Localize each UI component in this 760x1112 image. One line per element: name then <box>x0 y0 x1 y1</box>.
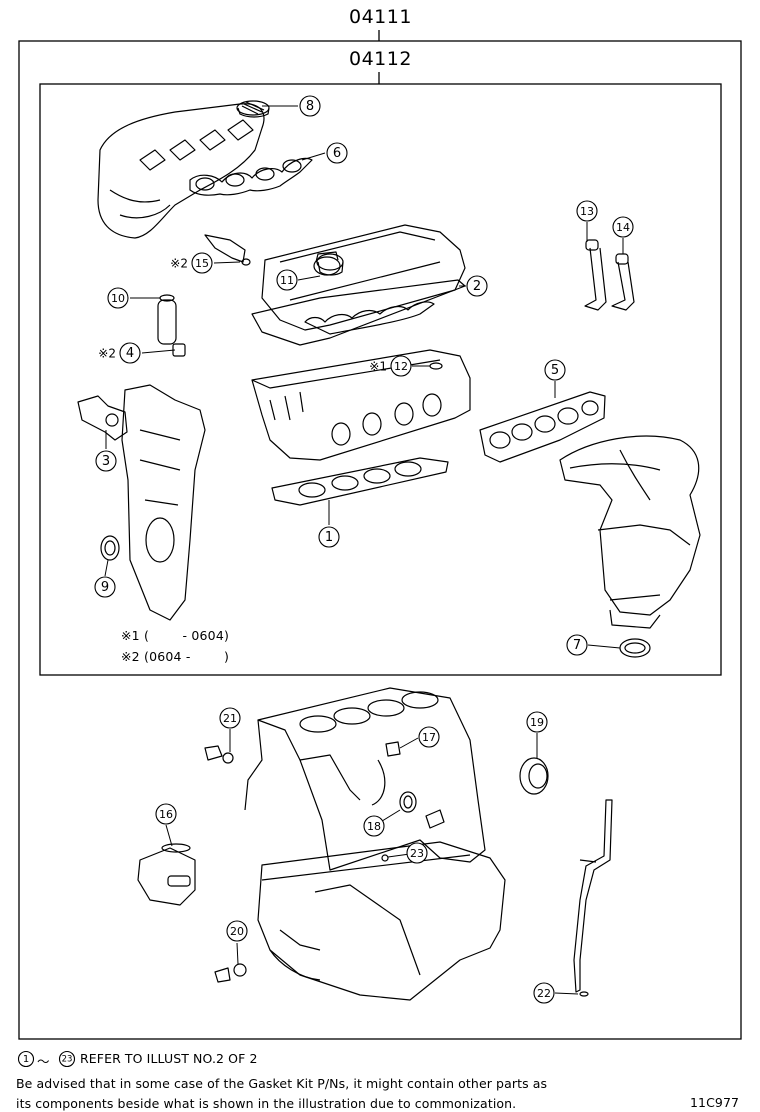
callout-marker-12: ※1 <box>369 360 387 374</box>
footer-ref-to-circle <box>58 1050 76 1068</box>
callout-circle-11 <box>276 269 298 291</box>
plug-gasket-drawing <box>429 362 443 370</box>
note-2-mark: ※2 <box>121 649 140 664</box>
callout-label-5: 5 <box>551 363 559 378</box>
footer-ref-text: REFER TO ILLUST NO.2 OF 2 <box>80 1051 258 1066</box>
exhaust-gasket-drawing <box>479 391 606 463</box>
callout-circle-1 <box>318 526 340 548</box>
intake-gasket-drawing <box>189 157 313 196</box>
callout-circle-18 <box>363 815 385 837</box>
callout-circle-6 <box>326 142 348 164</box>
callout-circle-2 <box>466 275 488 297</box>
intake-manifold-drawing <box>97 103 265 239</box>
callout-label-11: 11 <box>280 274 294 287</box>
callout-label-6: 6 <box>333 146 341 161</box>
note-1: ※1 ( - 0604) <box>121 628 229 643</box>
footer-advisory-line-1: Be advised that in some case of the Gask… <box>16 1076 548 1091</box>
callout-circle-21 <box>219 707 241 729</box>
callout-circle-8 <box>299 95 321 117</box>
callout-circle-13 <box>576 200 598 222</box>
sensor-drawing <box>204 234 251 266</box>
callout-circle-5 <box>544 359 566 381</box>
cylinder-head-drawing <box>251 349 471 461</box>
callout-label-17: 17 <box>422 731 436 744</box>
head-gasket-drawing <box>271 457 449 506</box>
callout-label-15: 15 <box>195 257 209 270</box>
oil-control-valve-drawing <box>157 294 186 357</box>
oil-pan-drawing <box>257 841 506 1001</box>
filler-cap-drawing <box>316 253 344 276</box>
callout-label-14: 14 <box>616 221 630 234</box>
timing-cover-drawing <box>121 384 206 621</box>
head-cover-gasket-drawing <box>251 279 466 346</box>
oil-pump-drawing <box>137 843 196 906</box>
water-pump-gasket-drawing <box>77 395 128 441</box>
callout-label-1: 1 <box>325 530 333 545</box>
callout-label-22: 22 <box>537 987 551 1000</box>
callout-circle-7 <box>566 634 588 656</box>
callout-marker-15: ※2 <box>170 257 188 271</box>
kit-code-inner: 04112 <box>349 48 412 70</box>
callout-label-21: 21 <box>223 712 237 725</box>
exhaust-manifold-drawing <box>559 435 701 629</box>
oil-filler-cap-drawing <box>236 100 270 118</box>
footer-tilde: ～ <box>37 1054 50 1069</box>
callout-circle-23 <box>406 842 428 864</box>
callout-label-13: 13 <box>580 205 594 218</box>
dipstick-guide-drawing <box>573 799 613 997</box>
note-1-range: ( - 0604) <box>144 628 230 643</box>
drain-plug-drawing <box>204 745 247 983</box>
callout-label-10: 10 <box>111 292 125 305</box>
callout-circle-12 <box>390 355 412 377</box>
illustration-code: 11C977 <box>690 1095 740 1110</box>
callout-circle-14 <box>612 216 634 238</box>
cylinder-block-drawing <box>244 687 486 871</box>
callout-circle-17 <box>418 726 440 748</box>
note-1-mark: ※1 <box>121 628 140 643</box>
rear-oil-seal-drawing <box>519 757 549 795</box>
callout-label-7: 7 <box>573 638 581 653</box>
callout-circle-16 <box>155 803 177 825</box>
callout-label-9: 9 <box>101 580 109 595</box>
kit-code-outer: 04111 <box>349 6 412 28</box>
callout-label-3: 3 <box>102 454 110 469</box>
callout-label-23: 23 <box>410 847 424 860</box>
callout-circle-10 <box>107 287 129 309</box>
oil-seal-drawing <box>100 535 120 561</box>
callout-label-12: 12 <box>394 360 408 373</box>
callout-circle-20 <box>226 920 248 942</box>
callout-circle-19 <box>526 711 548 733</box>
callout-marker-4: ※2 <box>98 347 116 361</box>
callout-label-8: 8 <box>306 99 314 114</box>
valve-drawing <box>584 239 635 311</box>
callout-circle-4 <box>119 342 141 364</box>
footer-advisory-line-2: its components beside what is shown in t… <box>16 1096 517 1111</box>
footer-ref-from-circle <box>17 1050 35 1068</box>
outer-kit-frame <box>18 40 742 1040</box>
callout-circle-15 <box>191 252 213 274</box>
callout-label-2: 2 <box>473 279 481 294</box>
footer-ref-from: 1 <box>23 1054 29 1065</box>
callout-label-20: 20 <box>230 925 244 938</box>
note-2: ※2 (0604 - ) <box>121 649 229 664</box>
callout-label-18: 18 <box>367 820 381 833</box>
note-2-range: (0604 - ) <box>144 649 230 664</box>
callout-circle-22 <box>533 982 555 1004</box>
callout-circle-3 <box>95 450 117 472</box>
callout-circle-9 <box>94 576 116 598</box>
callout-label-4: 4 <box>126 346 134 361</box>
inner-kit-frame <box>39 83 722 676</box>
callout-label-16: 16 <box>159 808 173 821</box>
callout-label-19: 19 <box>530 716 544 729</box>
footer-ref-to: 23 <box>62 1055 73 1065</box>
